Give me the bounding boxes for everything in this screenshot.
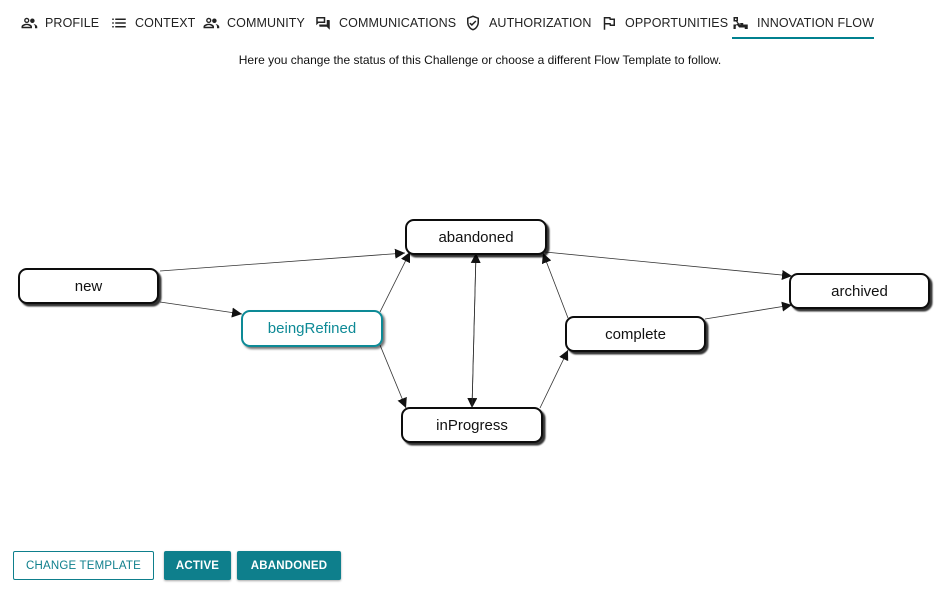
transition-beingrefined-abandoned — [379, 251, 411, 313]
state-label: new — [75, 278, 103, 295]
people-icon — [202, 14, 220, 32]
tab-label: COMMUNITY — [227, 16, 305, 30]
forum-icon — [314, 14, 332, 32]
tab-label: OPPORTUNITIES — [625, 16, 729, 30]
active-button[interactable]: ACTIVE — [164, 551, 231, 580]
tab-label: CONTEXT — [135, 16, 196, 30]
state-node-beingrefined[interactable]: beingRefined — [241, 310, 383, 347]
transition-abandoned-archived — [544, 251, 793, 281]
state-node-archived[interactable]: archived — [789, 273, 930, 309]
change-template-button[interactable]: CHANGE TEMPLATE — [13, 551, 154, 580]
tab-opportunities[interactable]: OPPORTUNITIES — [600, 8, 728, 38]
state-label: abandoned — [438, 229, 513, 246]
transition-new-abandoned — [159, 248, 406, 272]
tab-context[interactable]: CONTEXT — [110, 8, 195, 38]
transition-complete-abandoned — [541, 252, 569, 319]
transition-complete-archived — [704, 301, 793, 320]
flow-transitions — [159, 248, 793, 409]
tab-label: PROFILE — [45, 16, 100, 30]
transition-inprogress-abandoned — [470, 252, 481, 409]
tab-authorization[interactable]: AUTHORIZATION — [464, 8, 591, 38]
state-node-inprogress[interactable]: inProgress — [401, 407, 543, 443]
tab-innovation-flow[interactable]: INNOVATION FLOW — [732, 8, 875, 39]
state-label: beingRefined — [268, 320, 356, 337]
shield-check-icon — [464, 14, 482, 32]
transition-new-beingrefined — [159, 301, 243, 318]
state-node-complete[interactable]: complete — [565, 316, 706, 352]
tab-label: AUTHORIZATION — [489, 16, 592, 30]
state-label: inProgress — [436, 417, 508, 434]
tab-bar: PROFILE CONTEXT COMMUNITY COMMUNICATIONS… — [0, 0, 945, 40]
tab-label: INNOVATION FLOW — [757, 15, 875, 30]
state-node-new[interactable]: new — [18, 268, 159, 304]
page-subtitle: Here you change the status of this Chall… — [238, 53, 722, 67]
flow-icon — [732, 14, 750, 32]
flag-icon — [600, 14, 618, 32]
list-icon — [110, 14, 128, 32]
people-icon — [20, 14, 38, 32]
abandoned-button[interactable]: ABANDONED — [237, 551, 341, 580]
tab-label: COMMUNICATIONS — [339, 16, 457, 30]
state-label: archived — [831, 283, 888, 300]
state-node-abandoned[interactable]: abandoned — [405, 219, 547, 255]
tab-profile[interactable]: PROFILE — [20, 8, 99, 38]
transition-inprogress-complete — [539, 349, 569, 409]
tab-community[interactable]: COMMUNITY — [202, 8, 305, 38]
state-label: complete — [605, 326, 666, 343]
transition-beingrefined-inprogress — [379, 344, 407, 409]
tab-communications[interactable]: COMMUNICATIONS — [314, 8, 456, 38]
